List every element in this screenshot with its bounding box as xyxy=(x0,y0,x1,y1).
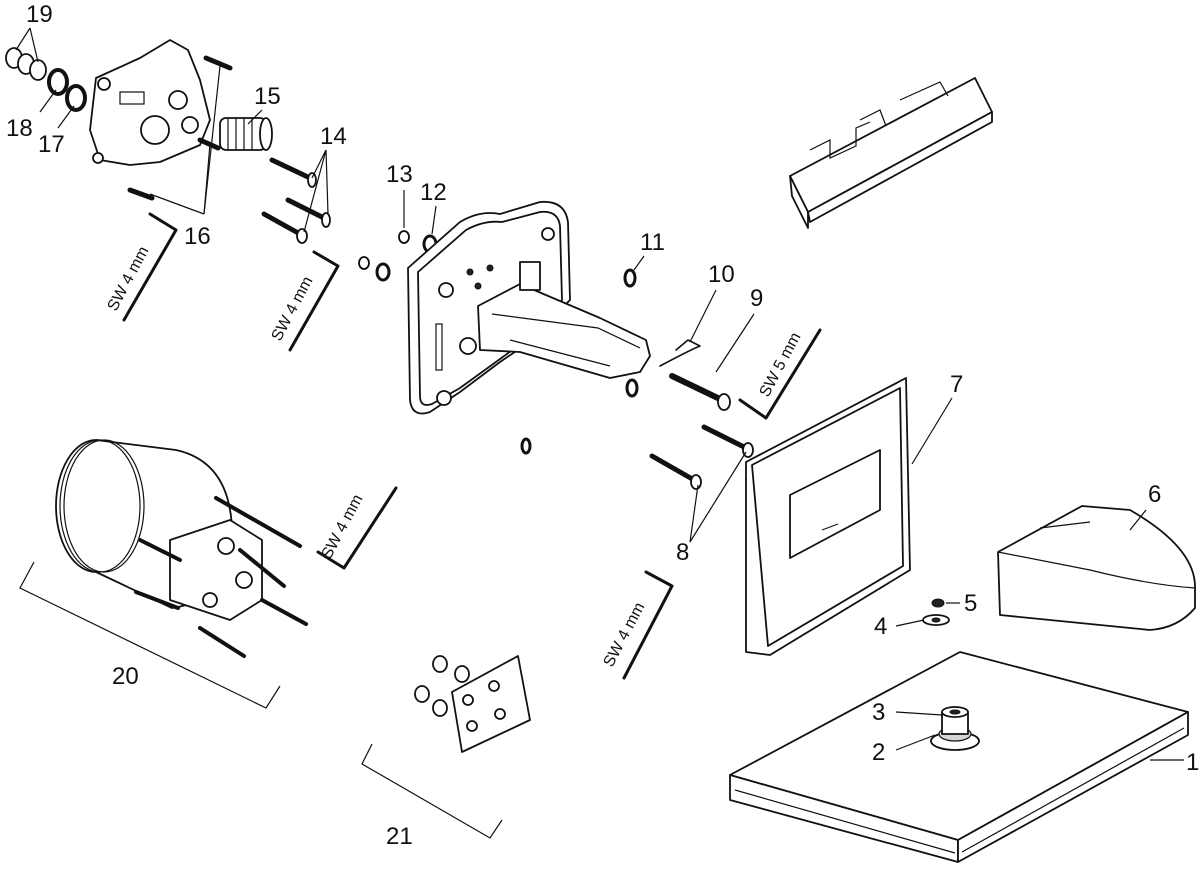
allen-key-a: SW 4 mm xyxy=(105,212,178,322)
callout-labels: 1 2 3 4 5 6 7 8 9 10 11 12 13 14 15 16 1… xyxy=(6,1,1199,850)
wrench-label: SW 4 mm xyxy=(105,244,153,314)
callout-16: 16 xyxy=(184,223,211,250)
callout-17: 17 xyxy=(38,131,65,158)
wrench-label: SW 4 mm xyxy=(269,274,317,344)
callout-1: 1 xyxy=(1186,749,1199,776)
callout-20: 20 xyxy=(112,663,139,690)
allen-key-b: SW 4 mm xyxy=(269,250,340,352)
mounting-screws xyxy=(649,373,754,490)
shower-head-plate xyxy=(729,651,1189,863)
callout-11: 11 xyxy=(640,229,665,256)
cover-strip xyxy=(789,77,993,229)
callout-13: 13 xyxy=(386,161,413,188)
callout-12: 12 xyxy=(420,179,447,206)
threaded-cartridge xyxy=(219,117,273,151)
wrench-label: SW 4 mm xyxy=(601,600,649,670)
retaining-clip xyxy=(659,339,701,367)
callout-19: 19 xyxy=(26,1,53,28)
callout-5: 5 xyxy=(964,590,977,617)
allen-key-e: SW 4 mm xyxy=(601,570,674,680)
valve-body xyxy=(89,39,211,166)
callout-8: 8 xyxy=(676,539,689,566)
callout-6: 6 xyxy=(1148,481,1161,508)
wall-bracket xyxy=(407,200,651,415)
callout-3: 3 xyxy=(872,699,885,726)
wrench-label: SW 4 mm xyxy=(319,492,367,562)
callout-7: 7 xyxy=(950,371,963,398)
inlet-fittings xyxy=(5,47,87,112)
arm-cover xyxy=(997,505,1196,631)
allen-key-d: SW 4 mm xyxy=(316,486,398,570)
callout-4: 4 xyxy=(874,613,887,640)
callout-21: 21 xyxy=(386,823,413,850)
leader-lines xyxy=(15,27,1184,839)
callout-14: 14 xyxy=(320,123,347,150)
allen-key-c: SW 5 mm xyxy=(738,328,822,420)
mixing-box xyxy=(55,439,308,658)
callout-18: 18 xyxy=(6,115,33,142)
callout-10: 10 xyxy=(708,261,735,288)
screw-8b xyxy=(649,453,702,490)
callout-2: 2 xyxy=(872,739,885,766)
washer-and-nozzle xyxy=(922,598,950,626)
connector-assembly xyxy=(930,706,980,751)
callout-9: 9 xyxy=(750,285,763,312)
screw-9 xyxy=(669,373,731,411)
top-screws xyxy=(127,55,331,244)
o-rings xyxy=(358,230,639,455)
cover-rosette xyxy=(745,377,911,656)
callout-15: 15 xyxy=(254,83,281,110)
mounting-plate xyxy=(414,655,531,753)
